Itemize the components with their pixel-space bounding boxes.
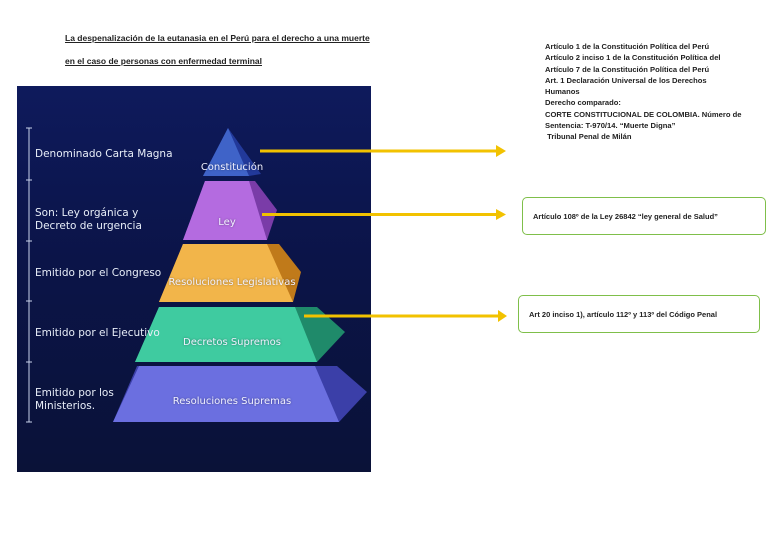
reference-line: Art. 1 Declaración Universal de los Dere… — [545, 75, 707, 85]
side-label-ley-organica-line1: Son: Ley orgánica y — [35, 207, 139, 219]
decretos-reference-box: Art 20 inciso 1), artículo 112º y 113º d… — [518, 295, 760, 333]
reference-line: Tribunal Penal de Milán — [545, 132, 632, 142]
reference-line: Humanos — [545, 87, 580, 97]
reference-line: CORTE CONSTITUCIONAL DE COLOMBIA. Número… — [545, 109, 742, 119]
reference-line: Derecho comparado: — [545, 98, 621, 108]
side-label-ministerios-line2: Ministerios. — [35, 400, 96, 412]
reference-line: Artículo 7 de la Constitución Política d… — [545, 64, 710, 74]
decretos-reference-text: Art 20 inciso 1), artículo 112º y 113º d… — [529, 309, 718, 319]
tier-4-front — [135, 307, 317, 362]
reference-line: Artículo 1 de la Constitución Política d… — [545, 42, 710, 51]
ley-reference-text: Artículo 108º de la Ley 26842 “ley gener… — [533, 211, 718, 221]
tier-5-front — [113, 366, 339, 422]
reference-line: Sentencia: T-970/14. “Muerte Digna” — [545, 121, 676, 131]
arrow-decretos-head — [498, 310, 507, 322]
side-label-carta-magna: Denominado Carta Magna — [35, 148, 173, 160]
side-label-ley-organica-line2: Decreto de urgencia — [35, 220, 142, 232]
arrow-ley-shaft — [262, 213, 498, 216]
arrow-decretos-shaft — [304, 314, 500, 318]
side-label-ejecutivo: Emitido por el Ejecutivo — [35, 327, 160, 339]
tier-label-resoluciones-legislativas: Resoluciones Legislativas — [168, 277, 296, 288]
tier-label-ley: Ley — [218, 217, 236, 228]
tier-2-front — [183, 181, 267, 240]
side-label-ministerios: Emitido por los Ministerios. — [35, 387, 114, 413]
side-label-ministerios-line1: Emitido por los — [35, 387, 114, 399]
arrow-constitucion-shaft — [260, 149, 498, 153]
tier-3-front — [159, 244, 293, 302]
scale-ticks — [26, 127, 32, 423]
tier-label-constitucion: Constitución — [200, 162, 264, 173]
pyramid-graphic — [26, 127, 367, 423]
tier-label-decretos-supremos: Decretos Supremos — [183, 337, 281, 348]
arrow-ley-head — [496, 209, 506, 220]
pyramid-diagram: Denominado Carta Magna Son: Ley orgánica… — [17, 86, 371, 472]
tier-label-resoluciones-supremas: Resoluciones Supremas — [172, 396, 292, 407]
reference-line: Artículo 2 inciso 1 de la Constitución P… — [545, 53, 721, 63]
arrow-constitucion-head — [496, 145, 506, 157]
tier-1-front — [203, 128, 249, 176]
side-label-ley-organica: Son: Ley orgánica y Decreto de urgencia — [35, 207, 142, 233]
document-title-line-1: La despenalización de la eutanasia en el… — [65, 33, 370, 43]
constitution-references: Artículo 1 de la Constitución Política d… — [545, 41, 767, 143]
side-label-congreso: Emitido por el Congreso — [35, 267, 162, 279]
document-title-line-2: en el caso de personas con enfermedad te… — [65, 56, 262, 66]
ley-reference-box: Artículo 108º de la Ley 26842 “ley gener… — [522, 197, 766, 235]
